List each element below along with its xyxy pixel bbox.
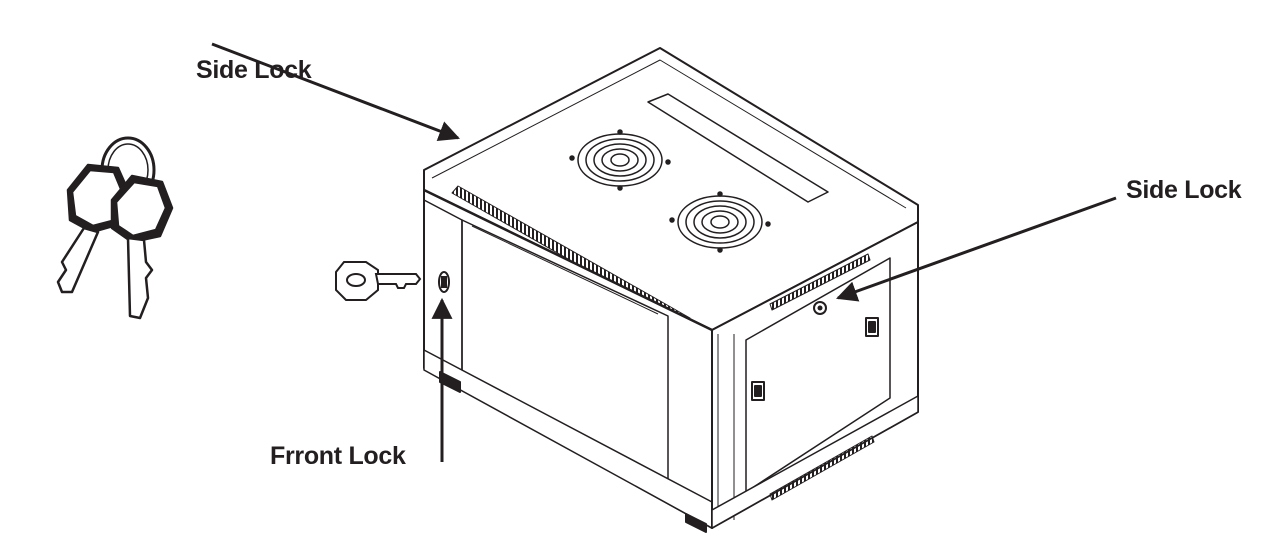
side-lock-right-label: Side Lock	[1126, 176, 1242, 204]
side-lock-right-arrow	[836, 196, 1117, 302]
side-lock-left-arrow	[211, 42, 460, 142]
fan-grille-icon	[569, 129, 671, 191]
wall-mount-cabinet-illustration	[423, 47, 919, 533]
fan-grille-icon	[669, 191, 771, 253]
front-lock-label: Frront Lock	[270, 442, 406, 470]
keys-on-ring-icon	[56, 136, 174, 320]
side-lock-left-label: Side Lock	[196, 56, 312, 84]
key-icon	[335, 261, 422, 301]
